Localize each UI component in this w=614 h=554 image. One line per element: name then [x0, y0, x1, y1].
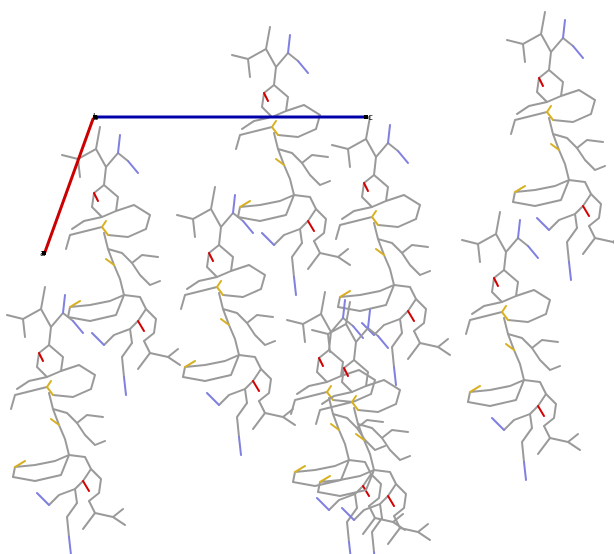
molecule-5 — [176, 186, 296, 456]
molecule-4 — [506, 11, 614, 281]
molecule-2 — [231, 26, 351, 296]
origin-marker — [93, 115, 97, 119]
axis-c-label: c — [368, 113, 373, 123]
molecule-6 — [6, 286, 126, 554]
molecule-8 — [461, 211, 581, 481]
axis-b-label: b — [93, 113, 99, 123]
axis-a-line — [43, 117, 95, 254]
axis-c-end-marker — [364, 115, 368, 119]
molecules-layer — [6, 11, 614, 554]
axis-a-label: a — [40, 249, 46, 259]
molecule-7 — [286, 291, 406, 554]
axis-a-end-marker — [42, 251, 46, 255]
molecule-3 — [331, 116, 451, 386]
molecule-1 — [61, 126, 181, 396]
